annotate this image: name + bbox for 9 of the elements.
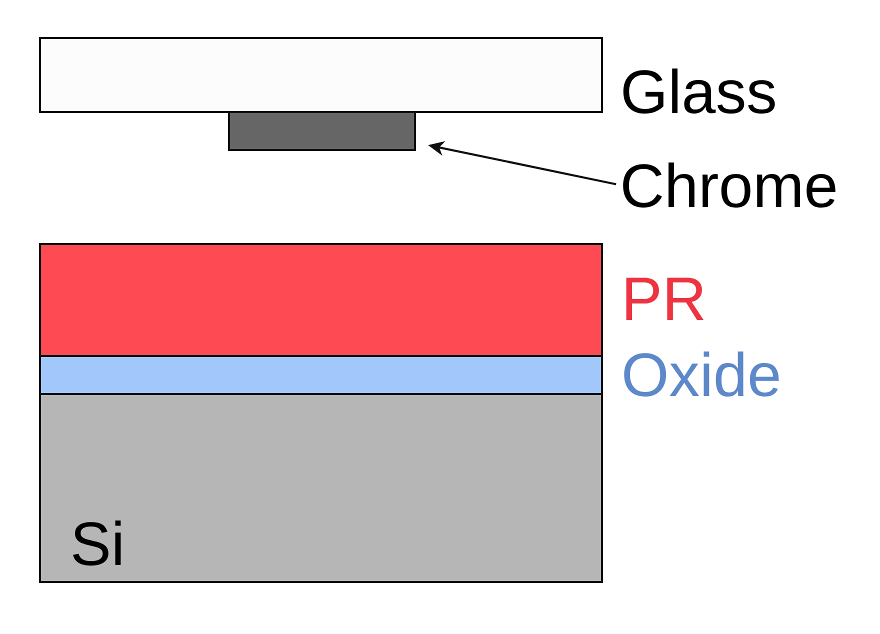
chrome-block	[228, 111, 416, 151]
oxide-layer	[39, 355, 603, 395]
leader-label: Chrome	[623, 162, 836, 208]
layer-label: Oxide	[624, 352, 779, 397]
photoresist-layer	[39, 243, 603, 357]
glass-plate	[39, 37, 603, 113]
silicon-substrate: Si	[39, 393, 603, 583]
layer-label: PR	[626, 278, 704, 320]
layer-label: Glass	[623, 68, 775, 114]
